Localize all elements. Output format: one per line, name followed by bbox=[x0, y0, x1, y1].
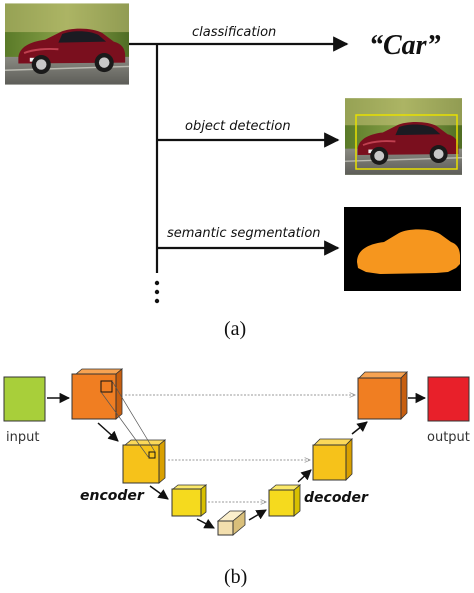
receptive-field-line bbox=[100, 391, 150, 459]
flow-arrow bbox=[149, 485, 169, 500]
panel-a-caption: (a) bbox=[224, 318, 246, 340]
input-label: input bbox=[6, 430, 39, 445]
flow-arrow bbox=[248, 509, 267, 521]
ellipsis-dot bbox=[154, 280, 160, 286]
input-block bbox=[3, 376, 46, 422]
panel-a: classification object detection semantic… bbox=[5, 2, 462, 340]
panel-b-caption: (b) bbox=[224, 566, 247, 588]
source-car-photo bbox=[5, 2, 129, 86]
task-label-classification: classification bbox=[192, 25, 276, 40]
task-label-object-detection: object detection bbox=[185, 119, 291, 134]
decoder-block-2 bbox=[312, 438, 353, 481]
flow-arrow bbox=[196, 518, 215, 529]
decoder-label: decoder bbox=[304, 490, 369, 506]
decoder-block-3 bbox=[357, 371, 408, 420]
receptive-field-line bbox=[111, 380, 156, 453]
output-block bbox=[427, 376, 470, 422]
detection-car-photo bbox=[345, 97, 462, 176]
flow-arrow bbox=[351, 421, 368, 435]
panel-b: input bbox=[3, 368, 470, 588]
segmentation-mask-image bbox=[344, 207, 461, 291]
flow-arrow bbox=[97, 422, 119, 442]
ellipsis-dot bbox=[154, 289, 160, 295]
decoder-block-1 bbox=[268, 484, 302, 517]
encoder-block-1 bbox=[71, 368, 124, 420]
output-label: output bbox=[427, 430, 470, 445]
encoder-block-3 bbox=[171, 484, 208, 517]
classification-result: “Car” bbox=[369, 30, 441, 61]
detection-bounding-box bbox=[355, 114, 458, 170]
encoder-block-2 bbox=[122, 439, 167, 484]
encoder-label: encoder bbox=[80, 488, 145, 504]
flow-arrow bbox=[297, 469, 312, 483]
bottleneck-block bbox=[216, 510, 247, 536]
task-label-semantic-segmentation: semantic segmentation bbox=[167, 226, 321, 241]
ellipsis-dot bbox=[154, 298, 160, 304]
